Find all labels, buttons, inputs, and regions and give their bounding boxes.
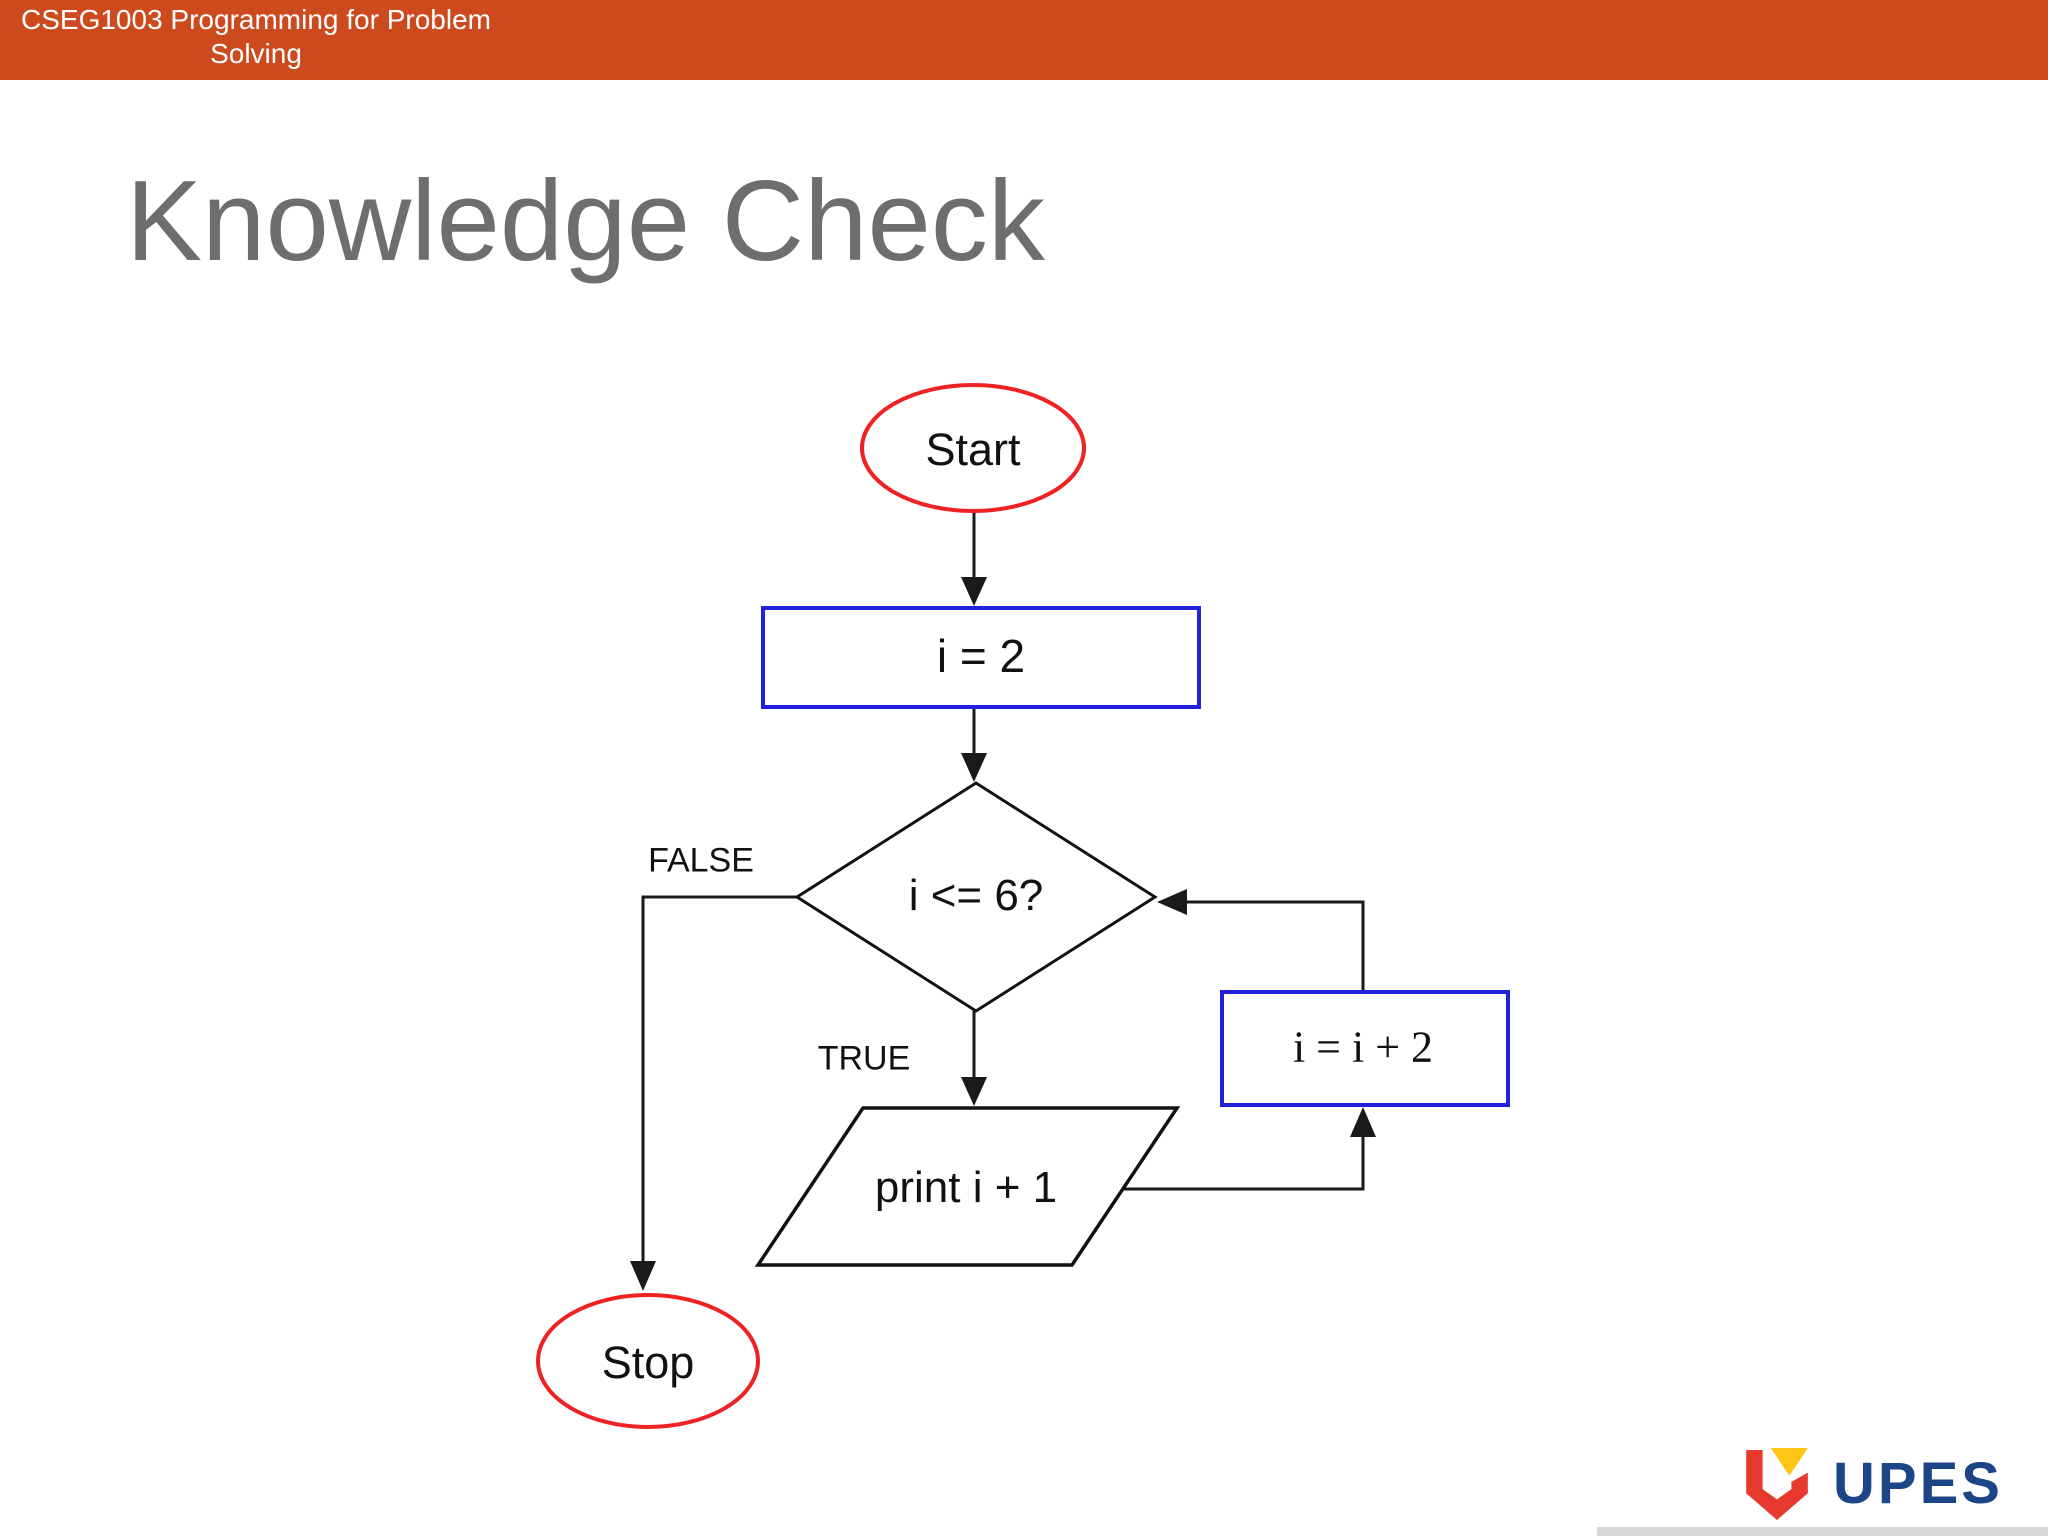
arrowhead-down-icon <box>961 753 987 782</box>
false-branch-label: FALSE <box>648 841 754 880</box>
arrowhead-down-icon <box>961 1077 987 1106</box>
connector-condition-to-stop <box>641 895 797 1262</box>
page-title: Knowledge Check <box>126 158 1045 285</box>
init-process-rect <box>761 606 1201 709</box>
start-terminal-ellipse <box>860 383 1086 513</box>
condition-node-label: i <= 6? <box>908 871 1044 920</box>
upes-logo-text: UPES <box>1833 1451 2003 1516</box>
arrowhead-up-icon <box>1350 1107 1376 1137</box>
print-node-label: print i + 1 <box>874 1163 1058 1212</box>
start-node-label: Start <box>925 424 1021 475</box>
arrowhead-down-icon <box>961 577 987 606</box>
course-title-line2: Solving <box>210 38 302 69</box>
condition-decision-diamond <box>794 781 1158 1013</box>
course-header-bar: CSEG1003 Programming for Problem Solving <box>0 0 2048 80</box>
connector-increment-to-condition <box>1186 900 1365 992</box>
upes-logo: UPES <box>1745 1446 2045 1526</box>
stop-node-label: Stop <box>601 1337 695 1388</box>
init-node-label: i = 2 <box>936 630 1026 682</box>
upes-shield-icon <box>1746 1448 1808 1520</box>
course-title-line1: CSEG1003 Programming for Problem <box>21 4 491 35</box>
increment-process-rect <box>1220 990 1510 1107</box>
bottom-edge-strip <box>1597 1527 2048 1536</box>
increment-node-label: i = i + 2 <box>1292 1022 1434 1072</box>
print-io-parallelogram <box>754 1106 1181 1267</box>
connector-print-to-increment <box>1122 1136 1365 1191</box>
course-title: CSEG1003 Programming for Problem Solving <box>0 3 512 71</box>
arrowhead-left-icon <box>1157 889 1187 915</box>
stop-terminal-ellipse <box>536 1293 760 1429</box>
arrowhead-down-icon <box>630 1261 656 1291</box>
true-branch-label: TRUE <box>817 1039 911 1078</box>
